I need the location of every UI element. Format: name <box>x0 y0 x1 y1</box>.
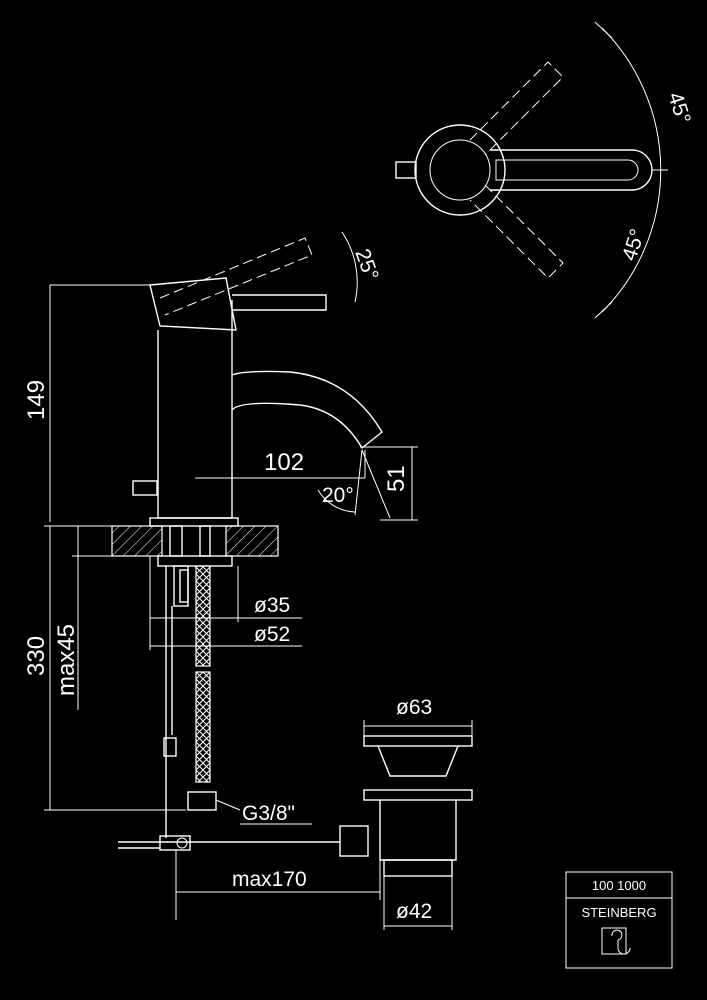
dia-waste-top-label: ø63 <box>396 696 432 719</box>
rotate-right-label: 45° <box>618 226 650 263</box>
rotate-left-label: 45° <box>663 89 695 126</box>
brand-logo-icon <box>601 927 631 955</box>
waste-flange <box>363 735 473 747</box>
title-block-frame <box>565 871 673 969</box>
height-dimension: 149 <box>23 284 150 522</box>
fixing-nut <box>157 555 233 567</box>
mixer-spout <box>231 370 383 450</box>
lever-tilt-label: 25° <box>350 246 382 284</box>
popup-knob <box>132 480 158 496</box>
fixing-stud <box>169 525 183 557</box>
spout-angle-label: 20° <box>322 484 354 507</box>
height-total-label: 149 <box>23 380 50 420</box>
mixer-body <box>157 300 233 519</box>
countertop-left <box>111 525 163 557</box>
popup-rod-label: max170 <box>232 868 307 891</box>
hose-fitting <box>187 791 217 811</box>
top-view-lever-rotated-up <box>469 61 564 156</box>
dia-inner-label: ø35 <box>254 594 290 617</box>
hose-lower <box>195 671 211 783</box>
mixer-cap <box>149 277 237 331</box>
fixing-stud-2 <box>199 525 211 557</box>
title-block: 100 1000 STEINBERG <box>565 871 673 969</box>
mixer-base <box>149 517 239 527</box>
countertop <box>44 525 279 557</box>
spout-reach-label: 102 <box>264 449 304 476</box>
top-view: 45° 45° <box>395 21 695 319</box>
max-thickness-label: max45 <box>53 624 80 696</box>
waste-linkage-nut <box>339 825 369 857</box>
hose-upper <box>195 565 211 667</box>
spout-height-label: 51 <box>383 465 410 492</box>
top-view-body-circle <box>414 124 506 216</box>
title-block-brand: STEINBERG <box>581 905 656 920</box>
fixing-rod <box>173 565 189 607</box>
rod-clamp <box>163 737 177 757</box>
mixer-lever <box>232 294 327 311</box>
top-view-lever <box>490 149 653 191</box>
top-view-lever-rotated-down <box>469 184 564 279</box>
spout-dimensions: 102 51 20° <box>195 446 418 521</box>
top-view-knob <box>395 161 417 179</box>
height-below-label: 330 <box>23 636 50 676</box>
top-view-inner-circle <box>429 139 491 201</box>
under-counter: G3/8" ø35 ø52 330 max45 <box>23 525 312 838</box>
dia-outer-label: ø52 <box>254 623 290 646</box>
side-view-mixer: 25° <box>132 231 383 527</box>
mixer-lever-tilted <box>159 237 313 316</box>
countertop-right <box>225 525 279 557</box>
fixing-rod-2 <box>179 569 189 603</box>
title-block-code: 100 1000 <box>592 878 646 893</box>
connection-label: G3/8" <box>242 802 295 825</box>
top-view-lever-inner <box>495 159 639 181</box>
popup-waste: ø63 ø42 max170 <box>118 696 473 930</box>
dia-waste-bottom-label: ø42 <box>396 900 432 923</box>
